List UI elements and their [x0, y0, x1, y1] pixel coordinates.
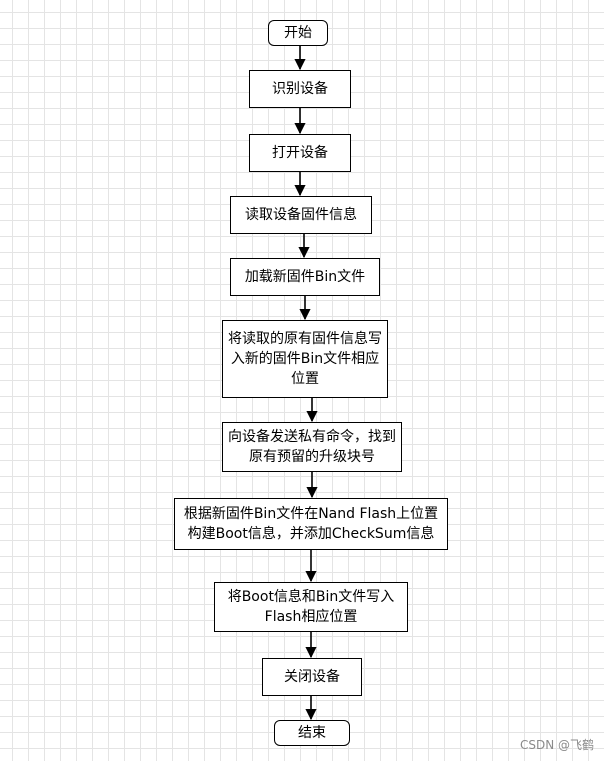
read-firmware-info-node: 读取设备固件信息 [230, 196, 372, 234]
build-boot-info-node: 根据新固件Bin文件在Nand Flash上位置构建Boot信息，并添加Chec… [174, 498, 448, 550]
open-device-node: 打开设备 [249, 134, 351, 172]
end-node: 结束 [274, 720, 350, 746]
identify-device-node: 识别设备 [249, 70, 351, 108]
close-device-node: 关闭设备 [262, 658, 362, 696]
send-private-command-node: 向设备发送私有命令，找到原有预留的升级块号 [222, 422, 402, 472]
write-original-info-node: 将读取的原有固件信息写入新的固件Bin文件相应位置 [222, 320, 388, 398]
write-flash-node: 将Boot信息和Bin文件写入Flash相应位置 [214, 582, 408, 632]
load-bin-file-node: 加载新固件Bin文件 [230, 258, 380, 296]
watermark: CSDN @飞鹤 [519, 738, 594, 752]
start-node: 开始 [268, 20, 328, 46]
